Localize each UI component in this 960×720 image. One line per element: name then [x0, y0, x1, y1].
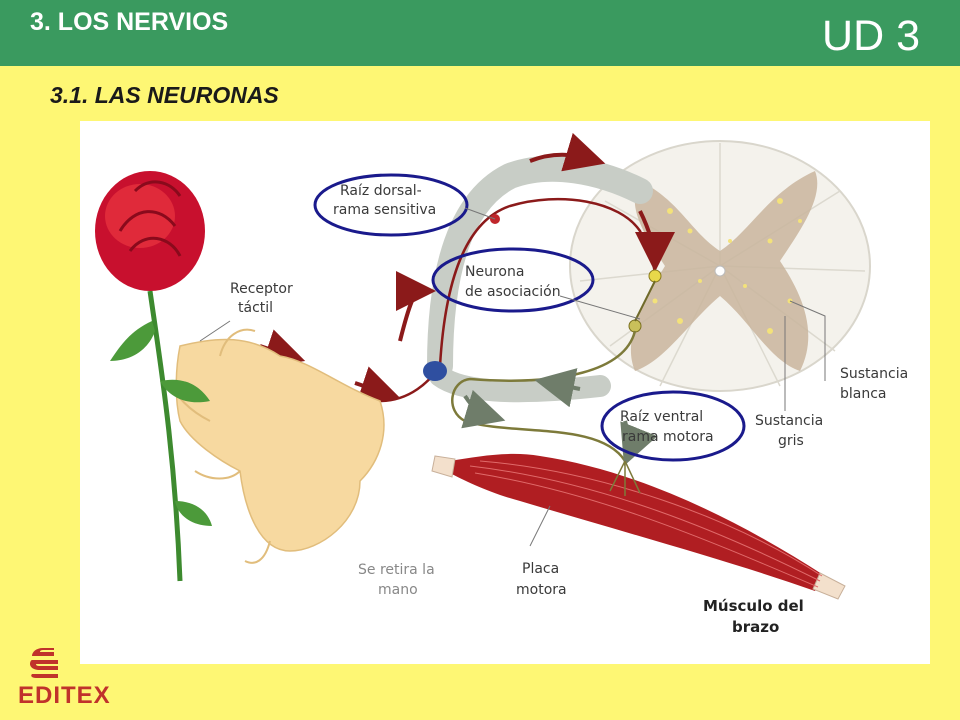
muscle-fibers [469, 460, 823, 588]
hand [169, 328, 385, 564]
dorsal-root-ganglion [423, 361, 447, 381]
arm-muscle [431, 453, 846, 600]
ring-ventral-root [600, 390, 746, 462]
ring-association-neuron [431, 247, 595, 313]
label-musculo-2: brazo [732, 618, 779, 636]
label-neurona-2: de asociación [465, 284, 561, 300]
label-receptor-2: táctil [238, 300, 273, 316]
association-neuron-bottom [628, 319, 642, 333]
label-musculo-1: Músculo del [703, 597, 804, 615]
motor-end-plate [609, 460, 641, 496]
sensory-arrow-2 [354, 366, 401, 405]
motor-arrow-1 [534, 368, 581, 408]
rose [95, 171, 212, 582]
header-bar: 3. LOS NERVIOS UD 3 [0, 0, 960, 66]
label-placa-2: motora [516, 582, 567, 598]
label-receptor-1: Receptor [230, 281, 293, 297]
label-raiz-ventral-2: rama motora [622, 429, 714, 445]
diagram-canvas: Raíz dorsal- rama sensitiva Neurona de a… [95, 132, 908, 636]
section-title: 3. LOS NERVIOS [30, 8, 229, 36]
motor-arrow-3 [620, 420, 658, 466]
motor-arrow-2 [461, 389, 506, 429]
motor-nerve [451, 330, 637, 462]
label-sustancia-blanca-1: Sustancia [840, 366, 908, 382]
label-sustancia-blanca-2: blanca [840, 386, 887, 402]
unit-label: UD 3 [822, 12, 920, 60]
nerve-sheath [427, 155, 653, 379]
sensory-arrow-3 [395, 271, 436, 342]
sensory-arrow-4 [529, 132, 606, 172]
gray-matter-cells [652, 198, 802, 334]
label-retira-1: Se retira la [358, 562, 435, 578]
highlight-rings [313, 173, 746, 462]
label-raiz-dorsal-1: Raíz dorsal- [340, 183, 422, 199]
spinal-cord [569, 140, 871, 392]
reflex-arc-diagram: Raíz dorsal- rama sensitiva Neurona de a… [80, 121, 930, 664]
label-sustancia-gris-1: Sustancia [755, 413, 823, 429]
label-raiz-ventral-1: Raíz ventral [620, 409, 703, 425]
subsection-title: 3.1. LAS NEURONAS [50, 82, 279, 108]
label-retira-2: mano [378, 582, 418, 598]
editex-logo: EDITEX [18, 646, 118, 710]
label-raiz-dorsal-2: rama sensitiva [333, 202, 436, 218]
label-neurona-1: Neurona [465, 264, 524, 280]
sensory-arrow-5 [634, 210, 675, 272]
label-placa-1: Placa [522, 561, 559, 577]
leader-lines [199, 207, 826, 547]
label-sustancia-gris-2: gris [778, 433, 804, 449]
association-neuron-top [648, 269, 662, 283]
ring-dorsal-root [313, 173, 469, 237]
editex-logo-text: EDITEX [18, 682, 111, 709]
book-stack-icon [30, 648, 58, 678]
